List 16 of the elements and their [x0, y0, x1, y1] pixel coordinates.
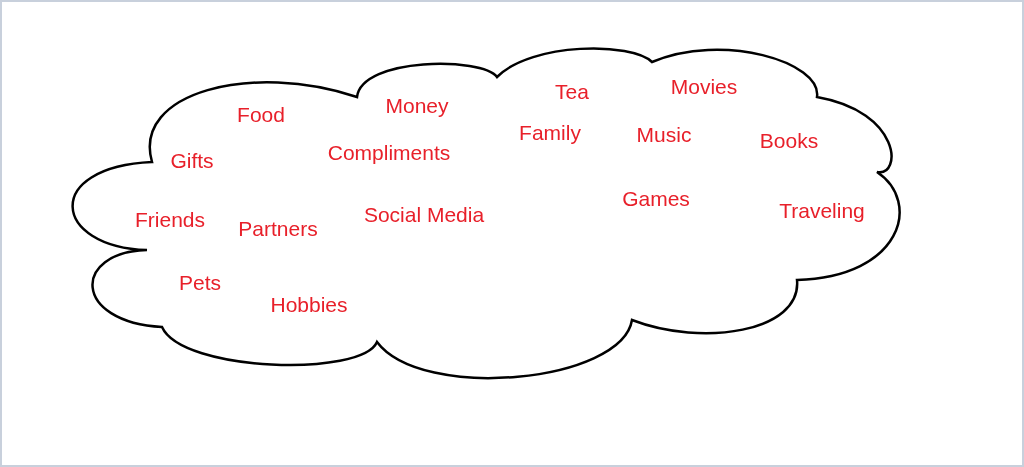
- cloud-word: Games: [622, 187, 690, 211]
- cloud-word: Family: [519, 121, 581, 145]
- cloud-word: Pets: [179, 271, 221, 295]
- cloud-word: Money: [385, 94, 449, 118]
- cloud-word: Tea: [555, 80, 589, 104]
- cloud-word: Movies: [670, 75, 738, 99]
- cloud-word: Music: [636, 123, 692, 147]
- cloud-word: Partners: [238, 217, 318, 241]
- cloud-word: Books: [759, 129, 819, 153]
- cloud-word: Friends: [135, 208, 205, 232]
- cloud-word: Hobbies: [270, 293, 348, 317]
- cloud-word: Gifts: [170, 149, 214, 173]
- cloud-word: Social Media: [363, 203, 485, 227]
- cloud-word: Food: [237, 103, 285, 127]
- cloud-word: Traveling: [779, 199, 865, 223]
- cloud-word: Compliments: [327, 141, 451, 165]
